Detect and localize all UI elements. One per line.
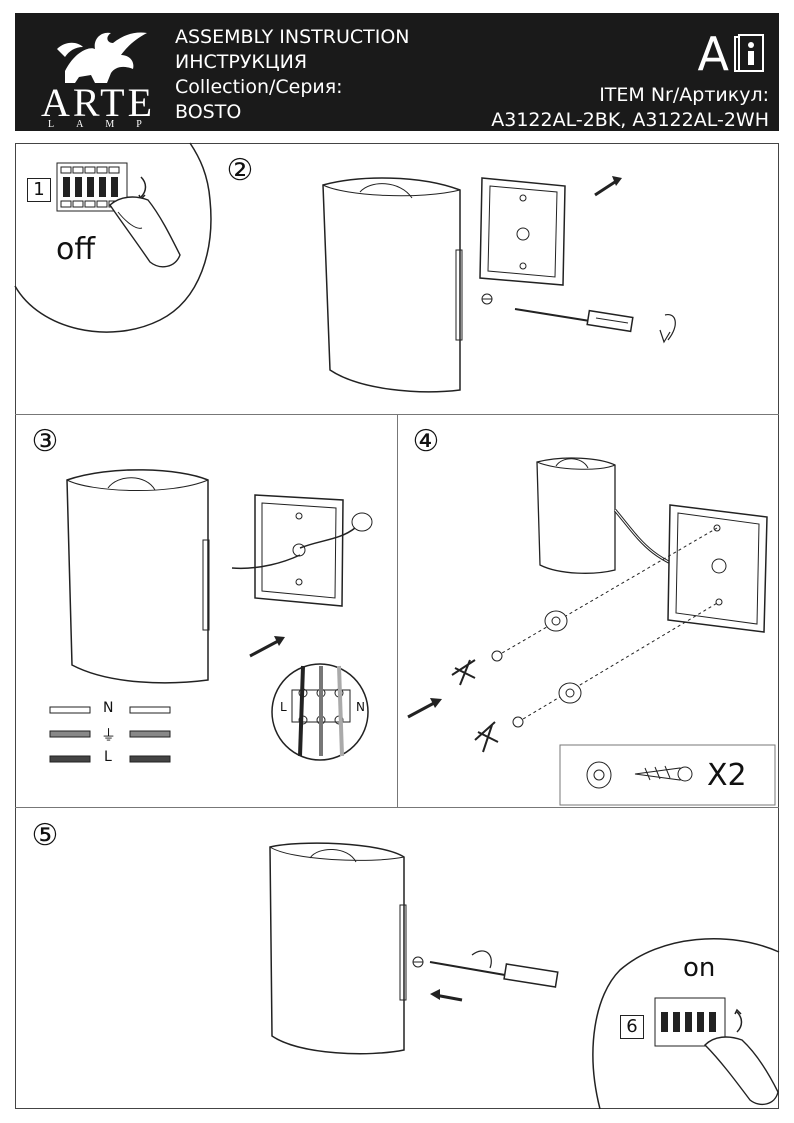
divider-bottom [15, 807, 779, 808]
header-right: ITEM Nr/Артикул: A3122AL-2BK, A3122AL-2W… [491, 83, 769, 133]
item-label: ITEM Nr/Артикул: [599, 84, 769, 106]
brand-name: ARTE [41, 80, 156, 125]
header-left: ASSEMBLY INSTRUCTION ИНСТРУКЦИЯ Collecti… [175, 25, 410, 125]
wire-label-n: N [103, 700, 114, 716]
step-2-number: ② [226, 153, 254, 188]
wire-label-l: L [104, 749, 112, 765]
quantity-label: X2 [707, 758, 747, 793]
griffin-logo-icon [57, 32, 147, 83]
terminal-label-n: N [356, 700, 365, 714]
step6-box: 6 [620, 1015, 644, 1039]
doc-letter: A [697, 27, 729, 81]
wire-label-ground: ⏚ [101, 726, 117, 744]
step-3-number: ③ [31, 424, 59, 459]
divider-middle [397, 414, 398, 807]
step-4-number: ④ [412, 424, 440, 459]
instruction-frame [15, 143, 779, 1109]
collection-value: BOSTO [175, 101, 242, 123]
step1-box: 1 [27, 178, 51, 202]
collection-label: Collection/Серия: [175, 76, 343, 98]
header-bar: ARTE LAMP ASSEMBLY INSTRUCTION ИНСТРУКЦИ… [15, 13, 779, 131]
step6-on-label: on [683, 953, 716, 983]
title-ru: ИНСТРУКЦИЯ [175, 51, 308, 73]
title-en: ASSEMBLY INSTRUCTION [175, 26, 410, 48]
item-value: A3122AL-2BK, A3122AL-2WH [491, 109, 769, 131]
step1-off-label: off [56, 232, 96, 267]
info-book-icon [734, 34, 764, 72]
brand-subtitle: LAMP [48, 119, 164, 130]
step-5-number: ⑤ [31, 818, 59, 853]
terminal-label-l: L [280, 700, 287, 714]
